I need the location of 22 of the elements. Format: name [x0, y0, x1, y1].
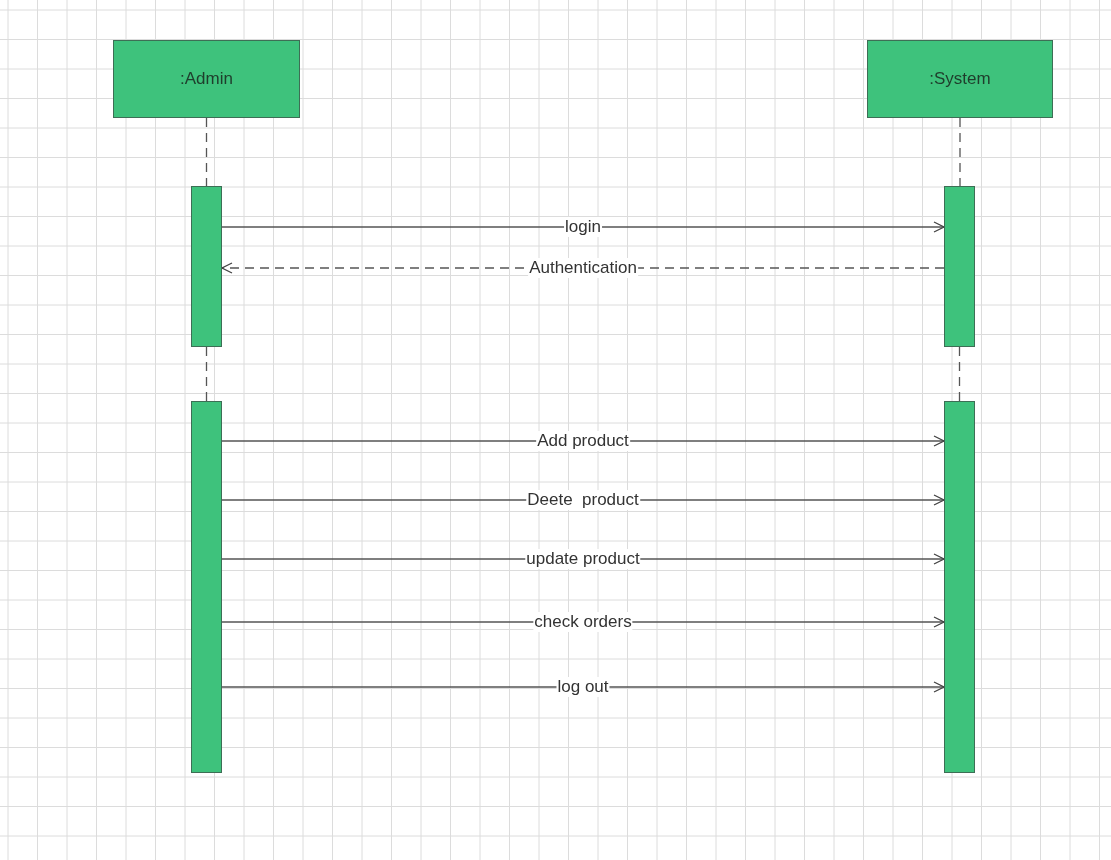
lifeline-head-box: [113, 40, 300, 118]
message-arrow: [221, 221, 945, 233]
lifeline-head-box: [867, 40, 1053, 118]
lifeline: [959, 117, 961, 187]
message-label: check orders: [533, 612, 633, 632]
message-label: Authentication: [528, 258, 638, 278]
object-name: :System: [929, 69, 991, 89]
activation-bar: [191, 401, 222, 773]
activation-bar: [944, 186, 975, 347]
lifeline: [205, 117, 208, 187]
activation-bar: [944, 401, 975, 773]
message-arrow: [221, 681, 945, 693]
message-label: Deete product: [526, 490, 640, 510]
activation-bar: [191, 186, 222, 347]
object-name: :Admin: [180, 69, 233, 89]
message-label: log out: [556, 677, 610, 697]
lifeline: [205, 346, 208, 402]
message-arrow: [221, 616, 945, 628]
message-label: Add product: [536, 431, 630, 451]
lifeline: [958, 346, 961, 402]
message-label: login: [564, 217, 602, 237]
message-label: update product: [525, 549, 641, 569]
